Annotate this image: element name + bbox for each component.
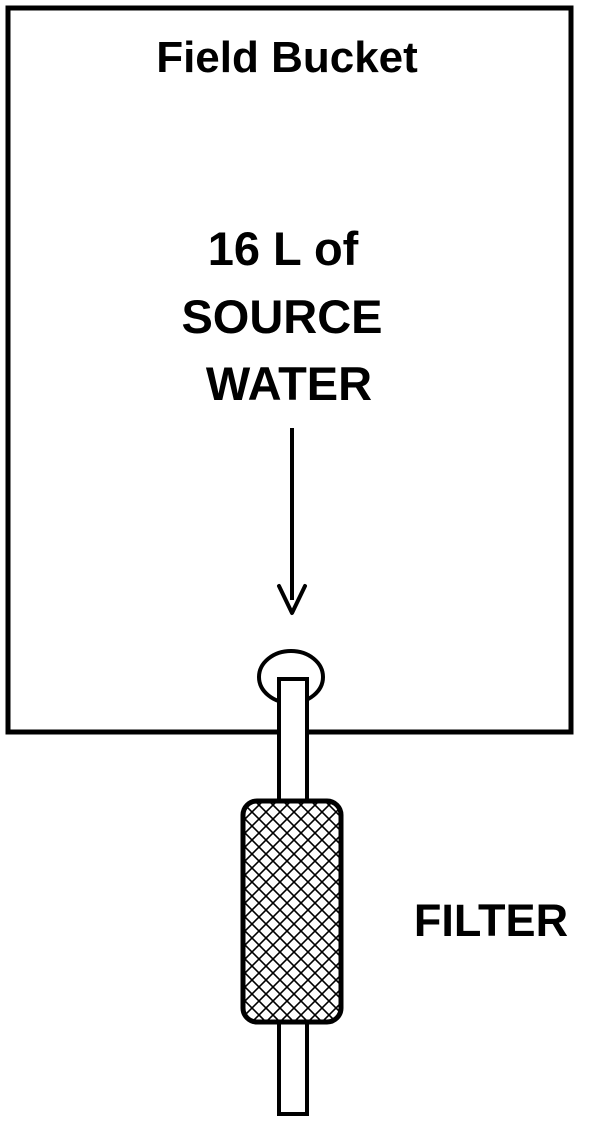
lower-tube (277, 1020, 309, 1116)
source-water-label-line-3: WATER (206, 357, 372, 410)
bucket-title: Field Bucket (156, 33, 418, 82)
filter-cartridge (240, 798, 344, 1025)
flow-arrow-head (277, 584, 307, 615)
filter-label: FILTER (414, 895, 568, 946)
source-water-label-line-2: SOURCE (181, 290, 382, 343)
upper-tube (277, 677, 309, 803)
source-water-label-line-1: 16 L of (208, 222, 359, 275)
